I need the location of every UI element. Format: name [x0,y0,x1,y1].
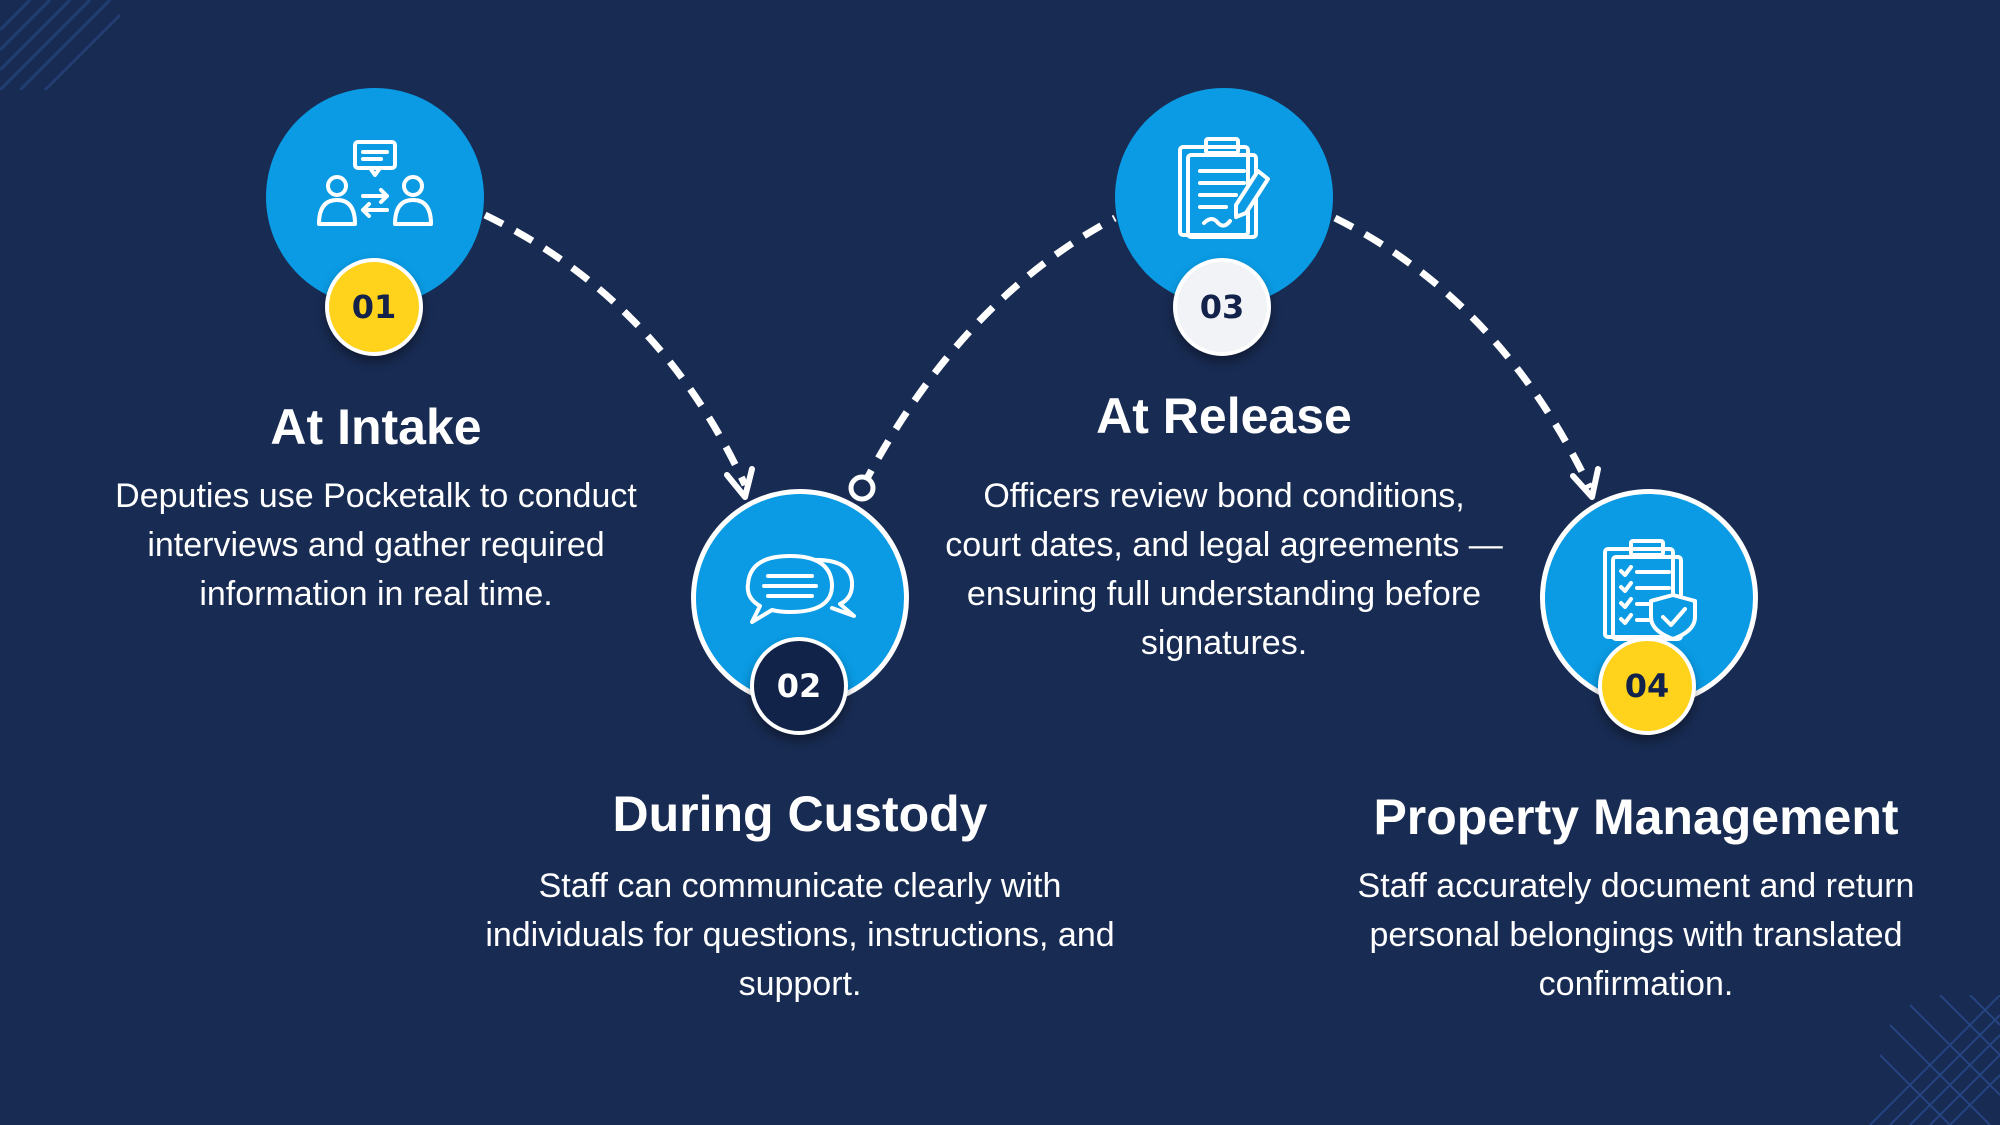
step-2-number: 02 [776,667,822,705]
connector-3-to-4 [1333,214,1594,490]
arrowhead-to-step-2 [724,466,755,500]
step-4-title: Property Management [1373,789,1899,845]
step-4-description: Staff accurately document and return per… [1357,867,1915,1003]
step-2-circle [691,489,909,707]
signed-document-icon [1178,137,1270,240]
connector-1-to-2 [483,211,749,487]
step-1-title: At Intake [270,399,482,455]
step-2-description: Staff can communicate clearly with indiv… [485,867,1115,1003]
step-1-description: Deputies use Pocketalk to conduct interv… [115,477,637,613]
step-3-badge: 03 [1173,258,1271,356]
arrowhead-to-step-4 [1570,466,1601,500]
connector-start-dot [848,474,876,502]
corner-hatch-decoration [0,0,120,90]
step-1-number: 01 [351,288,397,326]
step-3-title: At Release [1096,388,1352,444]
speech-bubbles-icon [745,553,856,624]
step-4-badge: 04 [1598,637,1696,735]
step-4-number: 04 [1624,667,1670,705]
step-3-description: Officers review bond conditions, court d… [945,477,1503,662]
step-3-number: 03 [1199,288,1245,326]
step-2-badge: 02 [750,637,848,735]
corner-grid-decoration [1869,995,2000,1125]
connector-2-to-3 [858,214,1117,490]
checklist-clipboard-icon [1603,538,1697,641]
step-2-title: During Custody [612,786,988,842]
people-conversation-icon [317,140,433,227]
step-1-badge: 01 [325,258,423,356]
